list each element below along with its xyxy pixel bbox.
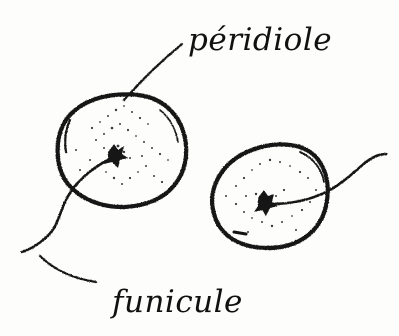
label-funicule: funicule <box>110 284 243 320</box>
label-peridiole: péridiole <box>188 22 332 58</box>
funicule-threads <box>22 154 386 252</box>
inner-mark <box>234 232 246 234</box>
leader-lines <box>40 44 182 282</box>
stippling <box>75 105 317 233</box>
